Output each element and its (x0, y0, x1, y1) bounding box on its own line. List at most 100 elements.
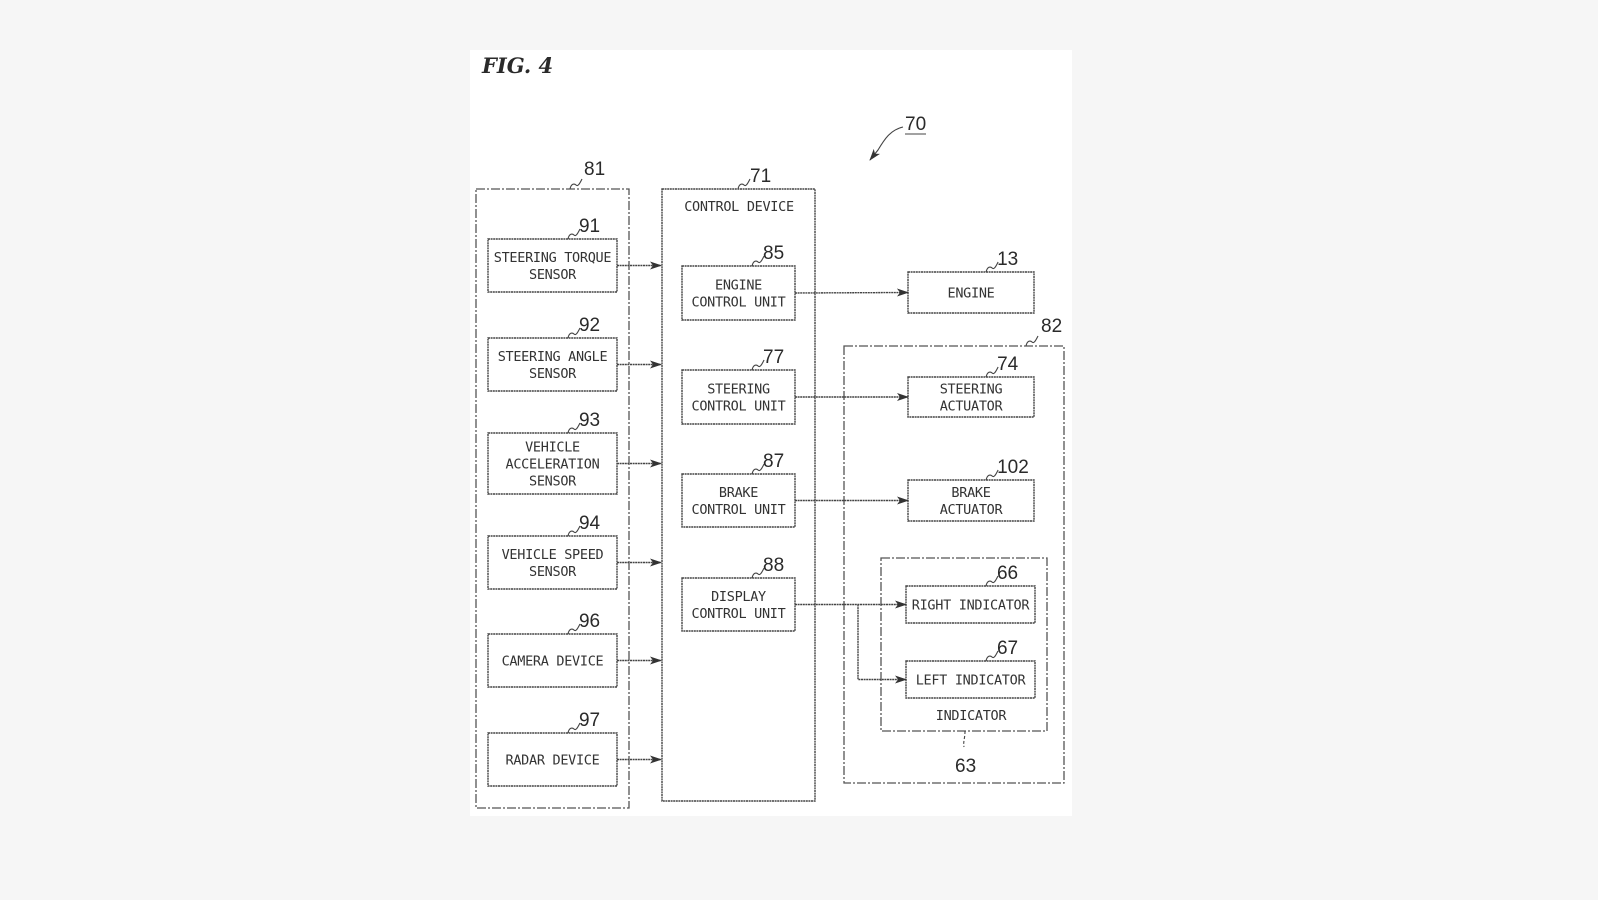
ref-number: 91 (579, 216, 600, 237)
connection-88-to-67 (857, 604, 907, 684)
block-label: ACCELERATION (506, 457, 600, 473)
block-outline (905, 660, 1036, 699)
leader-line (567, 722, 581, 734)
block-outline (487, 238, 618, 293)
block-label: CAMERA DEVICE (502, 654, 604, 670)
block-label: STEERING (940, 382, 1003, 398)
leader-line (567, 623, 581, 635)
block-left-indicator: LEFT INDICATOR 67 (905, 638, 1036, 699)
leader-line (567, 228, 581, 240)
block-label: ENGINE (948, 286, 995, 302)
leader-line (985, 469, 999, 481)
block-label: ACTUATOR (940, 399, 1004, 415)
ref-number: 82 (1041, 316, 1062, 337)
block-label: STEERING ANGLE (498, 349, 608, 365)
block-label: SENSOR (529, 366, 577, 382)
leader-line (985, 366, 999, 378)
leader-line (567, 525, 581, 537)
block-label: ENGINE (715, 278, 762, 294)
block-outline (907, 271, 1035, 314)
block-camera-device: CAMERA DEVICE 96 (487, 611, 618, 688)
ref-number: 92 (579, 315, 600, 336)
block-outline (907, 479, 1035, 522)
block-label: STEERING (707, 382, 770, 398)
block-outline (487, 633, 618, 688)
block-outline (487, 337, 618, 392)
block-label: STEERING TORQUE (494, 250, 612, 266)
ref-number: 97 (579, 710, 600, 731)
block-label: SENSOR (529, 474, 577, 490)
control-device: 71 CONTROL DEVICE (661, 166, 816, 802)
leader-line (985, 650, 999, 662)
block-label: VEHICLE SPEED (502, 547, 604, 563)
block-outline (681, 369, 796, 425)
ref-number: 81 (584, 159, 605, 180)
block-label: BRAKE (951, 485, 990, 501)
block-label: CONTROL UNIT (692, 295, 786, 311)
ref-number: 13 (997, 249, 1018, 270)
ref-number: 88 (763, 555, 784, 576)
block-label: RADAR DEVICE (506, 753, 600, 769)
block-label: ACTUATOR (940, 502, 1004, 518)
leader-line (567, 327, 581, 339)
ref-number: 66 (997, 563, 1018, 584)
ref-number: 74 (997, 354, 1019, 375)
ref-number: 93 (579, 410, 600, 431)
ref-number: 63 (955, 756, 976, 777)
block-outline (907, 376, 1035, 418)
block-label: LEFT INDICATOR (916, 673, 1027, 689)
system-ref-70: 70 (869, 114, 926, 161)
block-label: CONTROL UNIT (692, 399, 786, 415)
sensor-group: 81 (475, 159, 630, 809)
leader-line (567, 422, 581, 434)
indicator-label: INDICATOR (936, 708, 1008, 724)
ref-number: 85 (763, 243, 784, 264)
block-outline (681, 265, 796, 321)
block-outline (681, 577, 796, 632)
block-outline (487, 432, 618, 495)
block-label: RIGHT INDICATOR (912, 598, 1031, 614)
block-label: CONTROL UNIT (692, 606, 786, 622)
ref-number: 70 (905, 114, 926, 135)
ref-number: 87 (763, 451, 784, 472)
indicator-group: INDICATOR 63 (880, 557, 1048, 777)
ref-number: 102 (997, 457, 1029, 478)
leader-line (751, 255, 765, 267)
leader-line (985, 575, 999, 587)
block-label: DISPLAY (711, 589, 766, 605)
leader-line (751, 567, 765, 579)
figure-title: FIG. 4 (481, 53, 553, 78)
block-outline (905, 585, 1036, 624)
actuator-group: 82 (843, 316, 1065, 784)
block-label: CONTROL UNIT (692, 502, 786, 518)
ref-number: 67 (997, 638, 1018, 659)
block-outline (487, 535, 618, 590)
block-radar-device: RADAR DEVICE 97 (487, 710, 618, 787)
ref-number: 94 (579, 513, 601, 534)
block-label: VEHICLE (525, 440, 580, 456)
leader-line (751, 359, 765, 371)
connection-85-to-13 (794, 288, 909, 297)
block-label: BRAKE (719, 485, 758, 501)
control-device-label: CONTROL DEVICE (684, 199, 794, 215)
block-right-indicator: RIGHT INDICATOR 66 (905, 563, 1036, 624)
ref-number: 71 (750, 166, 771, 187)
ref-number: 96 (579, 611, 600, 632)
block-label: SENSOR (529, 267, 577, 283)
leader-line (985, 261, 999, 273)
leader-line (751, 463, 765, 475)
ref-number: 77 (763, 347, 784, 368)
block-label: SENSOR (529, 564, 577, 580)
